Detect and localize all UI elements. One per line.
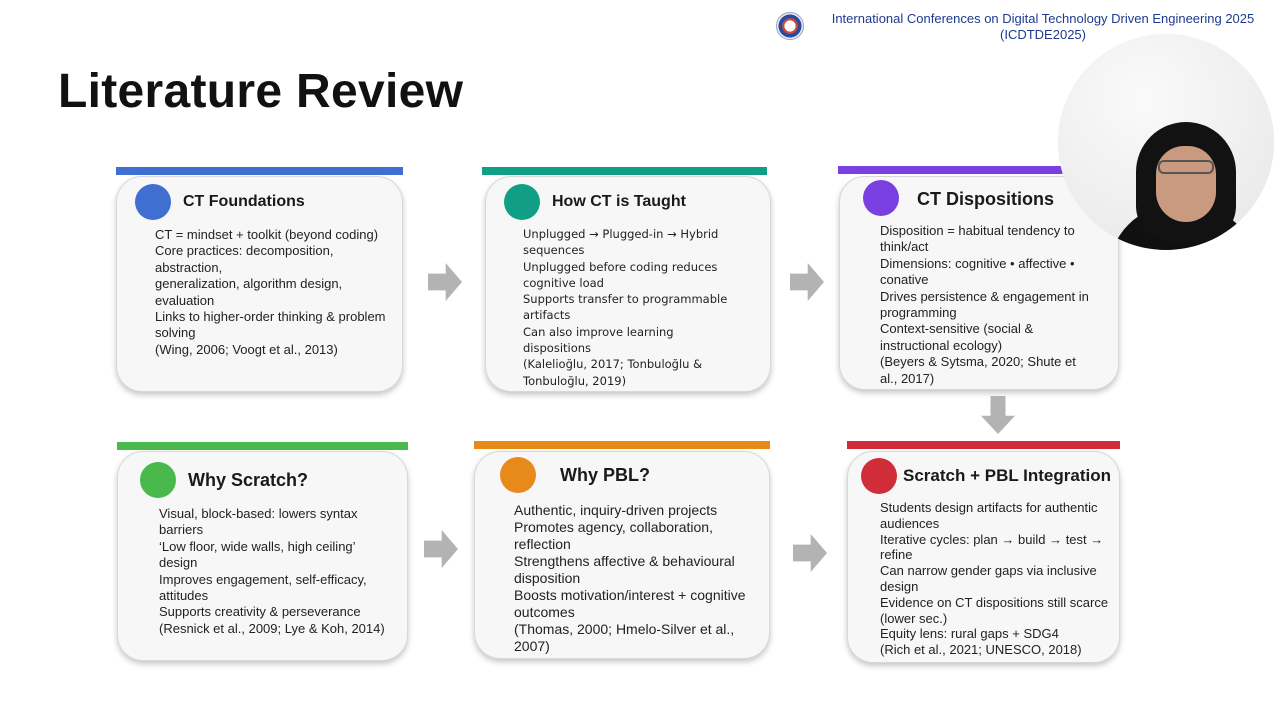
card-line: Can narrow gender gaps via inclusive des… — [880, 563, 1097, 594]
card-line: CT = mindset + toolkit (beyond coding) — [155, 227, 379, 242]
card-line: Dimensions: cognitive • affective • cona… — [880, 255, 1075, 288]
card-ct-dispositions-bar — [838, 166, 1066, 174]
card-line: Boosts motivation/interest + cognitive o… — [514, 587, 746, 620]
card-title: CT Dispositions — [917, 189, 1055, 209]
card-how-ct-taught-bar — [482, 167, 767, 175]
card-body: Visual, block-based: lowers syntax barri… — [159, 506, 393, 637]
card-line: (Kalelioğlu, 2017; Tonbuloğlu & Tonbuloğ… — [523, 357, 703, 388]
arrow-right-icon — [790, 263, 824, 301]
card-line: Promotes agency, collaboration, reflecti… — [514, 519, 713, 552]
orange-circle-icon — [500, 457, 536, 493]
card-title: Scratch + PBL Integration — [903, 466, 1111, 485]
card-line: Supports creativity & perseverance — [159, 604, 361, 620]
card-line: Context-sensitive (social & instructiona… — [880, 321, 1034, 353]
green-circle-icon — [140, 462, 176, 498]
card-line: Unplugged → Plugged-in → Hybrid sequence… — [523, 227, 719, 258]
card-why-pbl: Why PBL? Authentic, inquiry-driven proje… — [474, 451, 770, 659]
arrow-right-icon — [793, 534, 827, 572]
presenter-video — [1058, 34, 1274, 250]
card-scratch-pbl-bar — [847, 441, 1120, 449]
presenter-face — [1156, 146, 1216, 222]
card-how-ct-taught: How CT is Taught Unplugged → Plugged-in … — [485, 176, 771, 392]
card-body: Unplugged → Plugged-in → Hybrid sequence… — [523, 226, 739, 389]
conference-logo — [776, 12, 804, 40]
card-line: Improves engagement, self-efficacy, atti… — [159, 571, 367, 604]
card-ct-foundations-bar — [116, 167, 403, 175]
card-line: Core practices: decomposition, abstracti… — [155, 243, 343, 308]
arrow-right-icon — [428, 263, 462, 301]
card-title: How CT is Taught — [552, 193, 686, 210]
card-line: Unplugged before coding reduces cognitiv… — [523, 259, 718, 290]
card-body: Disposition = habitual tendency to think… — [880, 223, 1092, 387]
presenter-glasses — [1158, 160, 1214, 174]
card-why-scratch: Why Scratch? Visual, block-based: lowers… — [117, 451, 408, 661]
card-why-pbl-bar — [474, 441, 770, 449]
card-line: Iterative cycles: plan → build → test → … — [880, 531, 1104, 563]
red-circle-icon — [861, 458, 897, 494]
card-body: Authentic, inquiry-driven projects Promo… — [514, 502, 758, 655]
card-body: CT = mindset + toolkit (beyond coding) C… — [155, 227, 391, 358]
card-title: CT Foundations — [183, 193, 305, 210]
conference-title-line1: International Conferences on Digital Tec… — [831, 11, 1255, 26]
blue-circle-icon — [135, 184, 171, 220]
purple-circle-icon — [863, 180, 899, 216]
card-line: Supports transfer to programmable artifa… — [523, 292, 728, 323]
card-line: (Beyers & Sytsma, 2020; Shute et al., 20… — [880, 354, 1076, 386]
card-line: (Resnick et al., 2009; Lye & Koh, 2014) — [159, 620, 385, 636]
card-line: Can also improve learning dispositions — [523, 324, 674, 356]
card-line: Authentic, inquiry-driven projects — [514, 502, 718, 518]
arrow-down-icon — [981, 396, 1015, 434]
card-line: Visual, block-based: lowers syntax barri… — [159, 506, 358, 538]
card-line: Drives persistence & engagement in progr… — [880, 288, 1089, 321]
card-line: (Thomas, 2000; Hmelo-Silver et al., 2007… — [514, 621, 735, 654]
card-line: Evidence on CT dispositions still scarce… — [880, 594, 1109, 626]
card-line: ‘Low floor, wide walls, high ceiling’ de… — [159, 538, 356, 571]
teal-circle-icon — [504, 184, 540, 220]
card-title: Why Scratch? — [188, 470, 309, 490]
card-line: Links to higher-order thinking & problem… — [155, 309, 386, 341]
card-scratch-pbl-integration: Scratch + PBL Integration Students desig… — [847, 451, 1120, 663]
card-line: Equity lens: rural gaps + SDG4 — [880, 626, 1059, 642]
card-why-scratch-bar — [117, 442, 408, 450]
arrow-right-icon — [424, 530, 458, 568]
card-body: Students design artifacts for authentic … — [880, 500, 1110, 658]
card-ct-foundations: CT Foundations CT = mindset + toolkit (b… — [116, 176, 403, 392]
card-line: Disposition = habitual tendency to think… — [880, 223, 1075, 255]
card-line: Strengthens affective & behavioural disp… — [514, 553, 735, 586]
card-line: (Wing, 2006; Voogt et al., 2013) — [155, 341, 338, 357]
card-line: (Rich et al., 2021; UNESCO, 2018) — [880, 642, 1082, 658]
card-line: Students design artifacts for authentic … — [880, 500, 1098, 531]
slide-title: Literature Review — [58, 65, 464, 118]
card-title: Why PBL? — [560, 465, 650, 485]
